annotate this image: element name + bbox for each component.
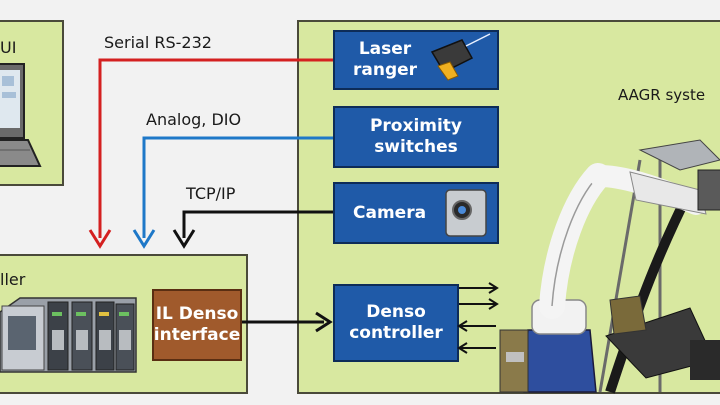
controller-panel-label: ller — [0, 270, 26, 289]
laser-ranger-line-1: Laser — [358, 39, 412, 59]
laser-ranger-line-2: ranger — [353, 60, 418, 80]
laser-ranger-block: Laser ranger — [333, 30, 499, 90]
denso-controller-line-1: Denso — [366, 302, 426, 322]
tcp-link-label: TCP/IP — [186, 184, 236, 203]
tcp-arrowhead — [172, 229, 196, 249]
analog-arrowhead — [132, 229, 156, 249]
denso-controller-line-2: controller — [349, 323, 443, 343]
analog-link-label: Analog, DIO — [146, 110, 242, 129]
aagr-system-label: AAGR syste — [618, 86, 706, 104]
denso-controller-block: Denso controller — [333, 284, 459, 362]
il-denso-line-2: interface — [153, 325, 241, 345]
camera-label: Camera — [353, 202, 427, 223]
il-denso-line-1: IL Denso — [155, 304, 239, 324]
proximity-switches-block: Proximity switches — [333, 106, 499, 168]
proximity-line-2: switches — [374, 137, 458, 157]
serial-arrowhead — [88, 229, 112, 249]
proximity-line-1: Proximity — [369, 116, 463, 136]
il-denso-interface-block: IL Denso interface — [152, 289, 242, 361]
camera-block: Camera — [333, 182, 499, 244]
serial-link-label: Serial RS-232 — [104, 33, 212, 52]
gui-panel-label: UI — [0, 38, 17, 57]
